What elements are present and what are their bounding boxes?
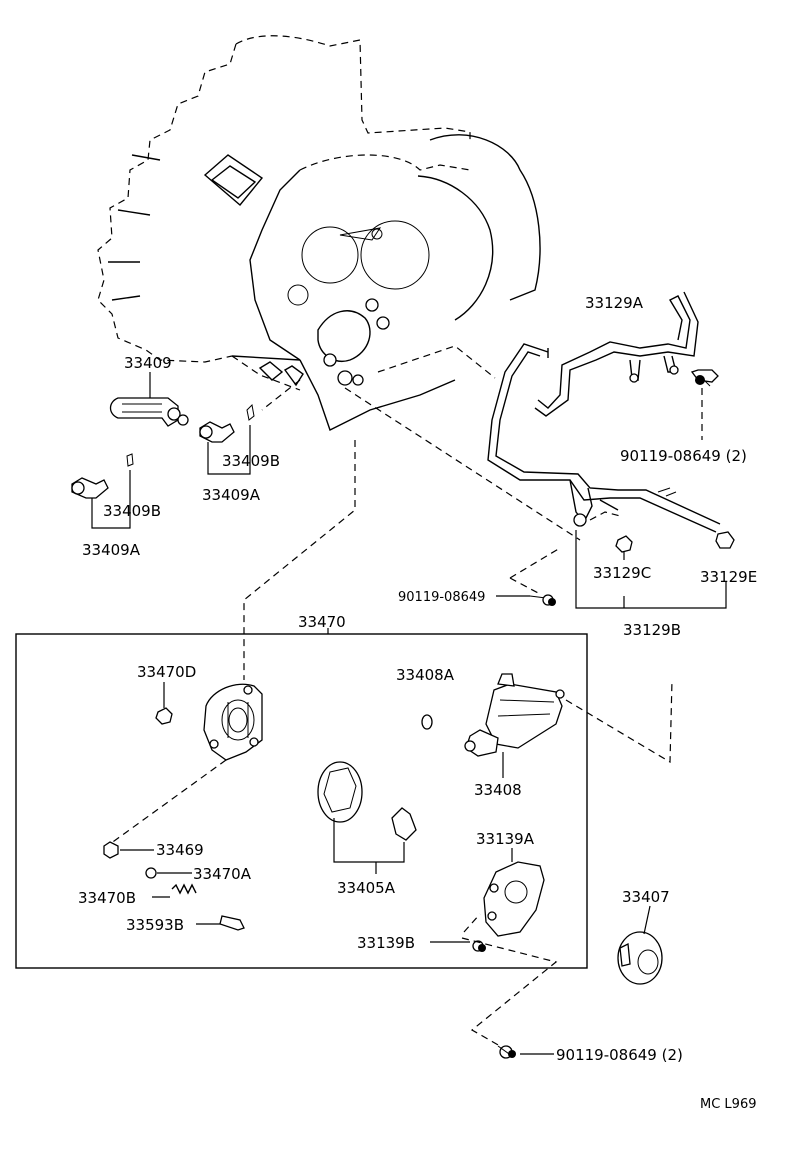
label-33408: 33408	[474, 781, 522, 799]
spring-33470b	[171, 883, 197, 895]
leader-dash	[344, 387, 581, 541]
label-33469: 33469	[156, 841, 204, 859]
leader-dash	[377, 345, 496, 379]
leader-dash	[461, 913, 558, 1047]
label-33470b: 33470B	[78, 889, 136, 907]
label-33470d: 33470D	[137, 663, 196, 681]
label-33139a: 33139A	[476, 830, 535, 848]
label-33129c: 33129C	[593, 564, 651, 582]
label-90119-08649: 90119-08649 (2)	[620, 447, 747, 465]
label-33407: 33407	[622, 888, 670, 906]
bolt-90119-mid	[529, 594, 556, 606]
seal-33407	[617, 931, 663, 985]
transaxle-housing	[97, 35, 541, 431]
label-33405a: 33405A	[337, 879, 396, 897]
o-ring-33408a	[421, 714, 433, 730]
relief-valve-body-33408	[464, 673, 565, 757]
union-fitting-33409a-upper	[199, 403, 255, 443]
bracket-33129b	[575, 530, 727, 609]
bracket-33405a	[333, 818, 405, 863]
label-33129a: 33129A	[585, 294, 644, 312]
bolt-33139b	[472, 940, 486, 952]
label-33409b: 33409B	[222, 452, 280, 470]
label-33470: 33470	[298, 613, 346, 631]
label-33408a: 33408A	[396, 666, 455, 684]
leader-33407	[643, 905, 651, 935]
assembly-33470-box	[15, 633, 588, 969]
label-33129e: 33129E	[700, 568, 757, 586]
label-33129b: 33129B	[623, 621, 681, 639]
o-ring-33470a	[145, 867, 157, 879]
bolt-90119-top	[690, 369, 719, 387]
label-33409b: 33409B	[103, 502, 161, 520]
oil-cooler-tube-33129a	[534, 291, 699, 417]
gasket-33470d	[155, 707, 173, 725]
pump-cover-33139a	[483, 861, 545, 937]
label-90119-08649: 90119-08649 (2)	[556, 1046, 683, 1064]
gasket-33129e	[715, 531, 735, 549]
label-33139b: 33139B	[357, 934, 415, 952]
oil-pump-housing	[203, 683, 263, 761]
drawing-code: MC L969	[700, 1097, 756, 1112]
leader-dash	[565, 679, 673, 764]
oil-cooler-tube-33129b	[487, 343, 721, 533]
ring-33469	[103, 841, 119, 859]
label-33593b: 33593B	[126, 916, 184, 934]
leader-dash	[509, 547, 561, 595]
leader-dash	[261, 379, 301, 411]
leader-dash	[589, 511, 621, 521]
label-33409a: 33409A	[82, 541, 141, 559]
union-fitting-33409a-lower	[71, 453, 134, 499]
leader-dash	[243, 440, 356, 680]
oil-cooler-hose-33409	[109, 397, 189, 427]
label-33409: 33409	[124, 354, 172, 372]
plug-33593b	[219, 915, 245, 931]
bracket-33409a-upper	[207, 425, 251, 475]
bracket-33409a-lower	[91, 470, 131, 529]
bolt-90119-bottom	[497, 1045, 516, 1059]
label-33470a: 33470A	[193, 865, 252, 883]
label-90119-08649: 90119-08649	[398, 590, 485, 605]
leader-dash	[109, 759, 227, 845]
gasket-33129c	[615, 535, 633, 553]
oil-pump-rotor-33405a	[317, 761, 417, 841]
label-33409a: 33409A	[202, 486, 261, 504]
